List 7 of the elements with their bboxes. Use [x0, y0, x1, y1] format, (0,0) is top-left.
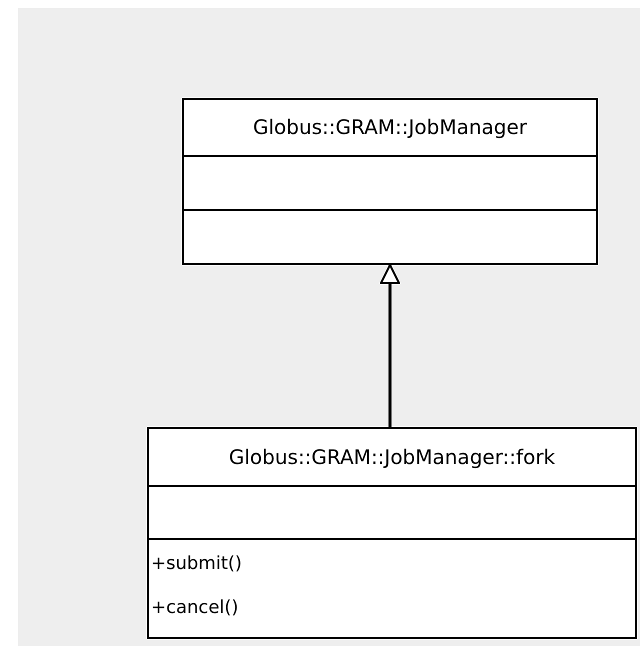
method-name: +cancel(): [151, 597, 238, 618]
uml-class-box: [182, 98, 598, 265]
inheritance-arrow: [380, 264, 400, 427]
method-name: +submit(): [151, 553, 242, 574]
class-name: Globus::GRAM::JobManager: [252, 115, 528, 139]
uml-class-box: [147, 427, 637, 639]
class-name: Globus::GRAM::JobManager::fork: [228, 445, 556, 469]
